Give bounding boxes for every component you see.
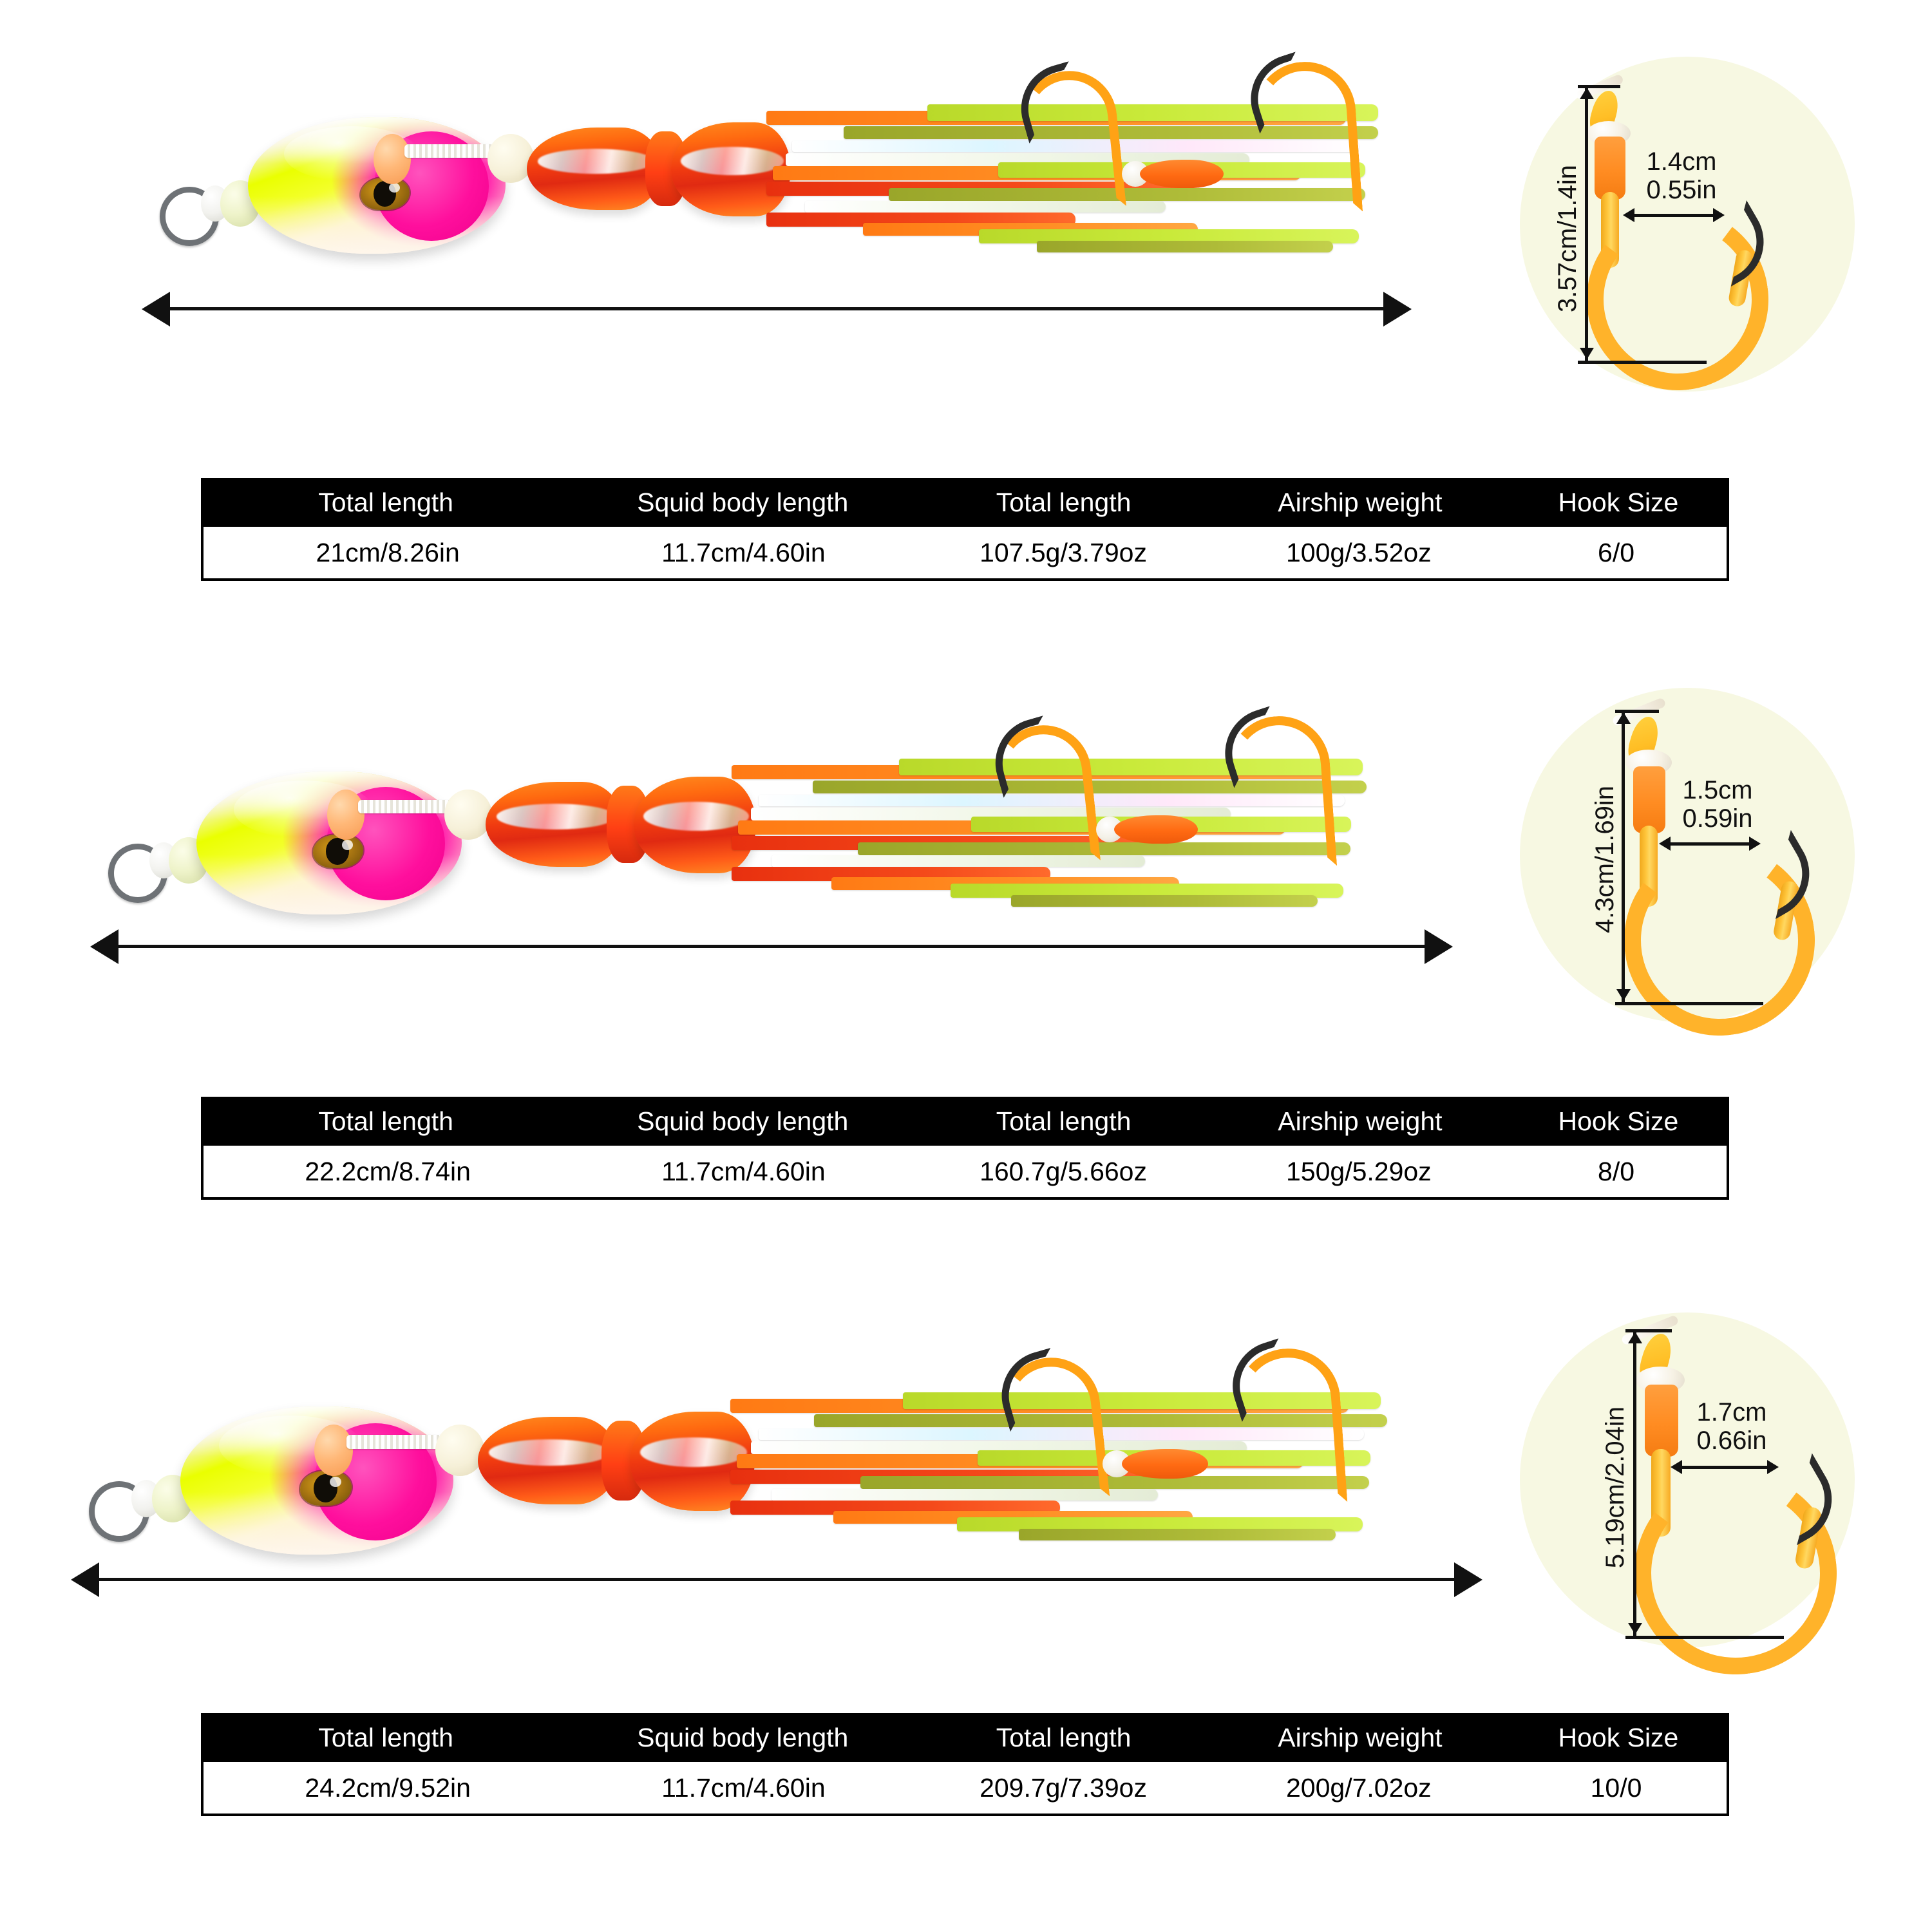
spec-table-data-row: 21cm/8.26in 11.7cm/4.60in 107.5g/3.79oz … [201,527,1729,581]
glow-bead-rear [488,134,534,183]
value-hook-size: 6/0 [1598,537,1635,567]
header-squid-body-length: Squid body length [637,487,849,517]
assist-sleeve [1140,160,1224,188]
value-squid-body-length: 11.7cm/4.60in [661,537,826,567]
assist-hook-front [985,45,1127,216]
braided-leader [358,800,459,813]
header-hook-size: Hook Size [1558,487,1679,517]
value-total-length: 21cm/8.26in [316,537,460,567]
assist-hook-front [966,1332,1111,1507]
header-total-weight: Total length [996,1722,1132,1752]
header-total-length: Total length [318,1722,453,1752]
header-total-weight: Total length [996,1106,1132,1136]
value-hook-size: 8/0 [1598,1156,1635,1186]
spec-table-1: Total length Squid body length Total len… [201,478,1729,581]
header-hook-size: Hook Size [1558,1722,1679,1752]
value-total-weight: 107.5g/3.79oz [980,537,1147,567]
header-squid-body-length: Squid body length [637,1722,849,1752]
assist-hook-rear [1199,1327,1350,1510]
assist-hook-rear [1217,40,1365,220]
header-squid-body-length: Squid body length [637,1106,849,1136]
header-hook-size: Hook Size [1558,1106,1679,1136]
detail-circle-bg [1520,1312,1855,1647]
hook-height-label: 4.3cm/1.69in [1591,786,1619,934]
hook-gap-in-label: 0.66in [1696,1426,1767,1455]
hook-gap-in-label: 0.59in [1682,804,1753,833]
hook-detail-2: 4.3cm/1.69in 1.5cm 0.59in [1520,688,1880,1048]
header-total-length: Total length [318,1106,453,1136]
product-variant-2: 4.3cm/1.69in 1.5cm 0.59in Total length S… [0,618,1932,1249]
stopper-bead [374,134,411,184]
hook-detail-3: 5.19cm/2.04in 1.7cm 0.66in [1520,1312,1880,1688]
glow-bead-rear [435,1425,484,1476]
hook-gap-in-label: 0.55in [1646,176,1717,204]
header-total-length: Total length [318,487,453,517]
assist-sleeve [1122,1449,1208,1479]
header-total-weight: Total length [996,487,1132,517]
squid-body [486,782,623,867]
detail-circle-bg [1520,57,1855,392]
value-airship-weight: 150g/5.29oz [1285,1156,1432,1186]
lure-assembly-3 [71,1327,1482,1597]
header-airship-weight: Airship weight [1278,1722,1443,1752]
squid-mantle-rear [630,1412,755,1511]
squid-skirt [766,103,1449,264]
value-total-weight: 209.7g/7.39oz [980,1772,1147,1803]
value-squid-body-length: 11.7cm/4.60in [661,1772,826,1803]
header-airship-weight: Airship weight [1278,1106,1443,1136]
spec-table-data-row: 24.2cm/9.52in 11.7cm/4.60in 209.7g/7.39o… [201,1762,1729,1816]
squid-body [527,128,662,210]
braided-leader [404,144,501,158]
value-squid-body-length: 11.7cm/4.60in [661,1156,826,1186]
stopper-bead [327,790,365,840]
detail-circle-bg [1520,688,1855,1023]
lure-assembly-2 [90,694,1468,964]
stopper-bead [314,1425,353,1476]
hook-gap-cm-label: 1.5cm [1682,776,1753,804]
value-hook-size: 10/0 [1590,1772,1642,1803]
lure-eye [313,835,363,868]
lure-eye [300,1471,352,1506]
hook-detail-1: 3.57cm/1.4in 1.4cm 0.55in [1520,57,1880,402]
value-total-length: 24.2cm/9.52in [305,1772,471,1803]
hook-height-label: 3.57cm/1.4in [1553,165,1582,313]
squid-mantle-rear [671,122,791,216]
value-total-length: 22.2cm/8.74in [305,1156,471,1186]
braided-leader [346,1435,450,1449]
hook-height-label: 5.19cm/2.04in [1601,1406,1629,1569]
spec-table-header-row: Total length Squid body length Total len… [201,1713,1729,1762]
value-total-weight: 160.7g/5.66oz [980,1156,1147,1186]
value-airship-weight: 100g/3.52oz [1285,537,1432,567]
assist-hook-rear [1191,694,1340,875]
spec-table-2: Total length Squid body length Total len… [201,1097,1729,1200]
header-airship-weight: Airship weight [1278,487,1443,517]
glow-bead-rear [444,790,492,840]
spec-table-data-row: 22.2cm/8.74in 11.7cm/4.60in 160.7g/5.66o… [201,1146,1729,1200]
spec-table-header-row: Total length Squid body length Total len… [201,1097,1729,1146]
hook-gap-cm-label: 1.4cm [1646,147,1717,176]
assist-hook-front [960,699,1101,871]
squid-skirt [730,1391,1464,1557]
spec-table-3: Total length Squid body length Total len… [201,1713,1729,1816]
product-variant-1: 3.57cm/1.4in 1.4cm 0.55in Total length S… [0,0,1932,631]
value-airship-weight: 200g/7.02oz [1285,1772,1432,1803]
assist-sleeve [1114,815,1198,844]
squid-body [478,1417,618,1504]
lure-eye [361,178,410,210]
hook-gap-cm-label: 1.7cm [1696,1398,1767,1426]
squid-mantle-rear [634,777,756,873]
lure-assembly-1 [142,52,1449,335]
product-variant-3: 5.19cm/2.04in 1.7cm 0.66in Total length … [0,1243,1932,1887]
spec-table-header-row: Total length Squid body length Total len… [201,478,1729,527]
